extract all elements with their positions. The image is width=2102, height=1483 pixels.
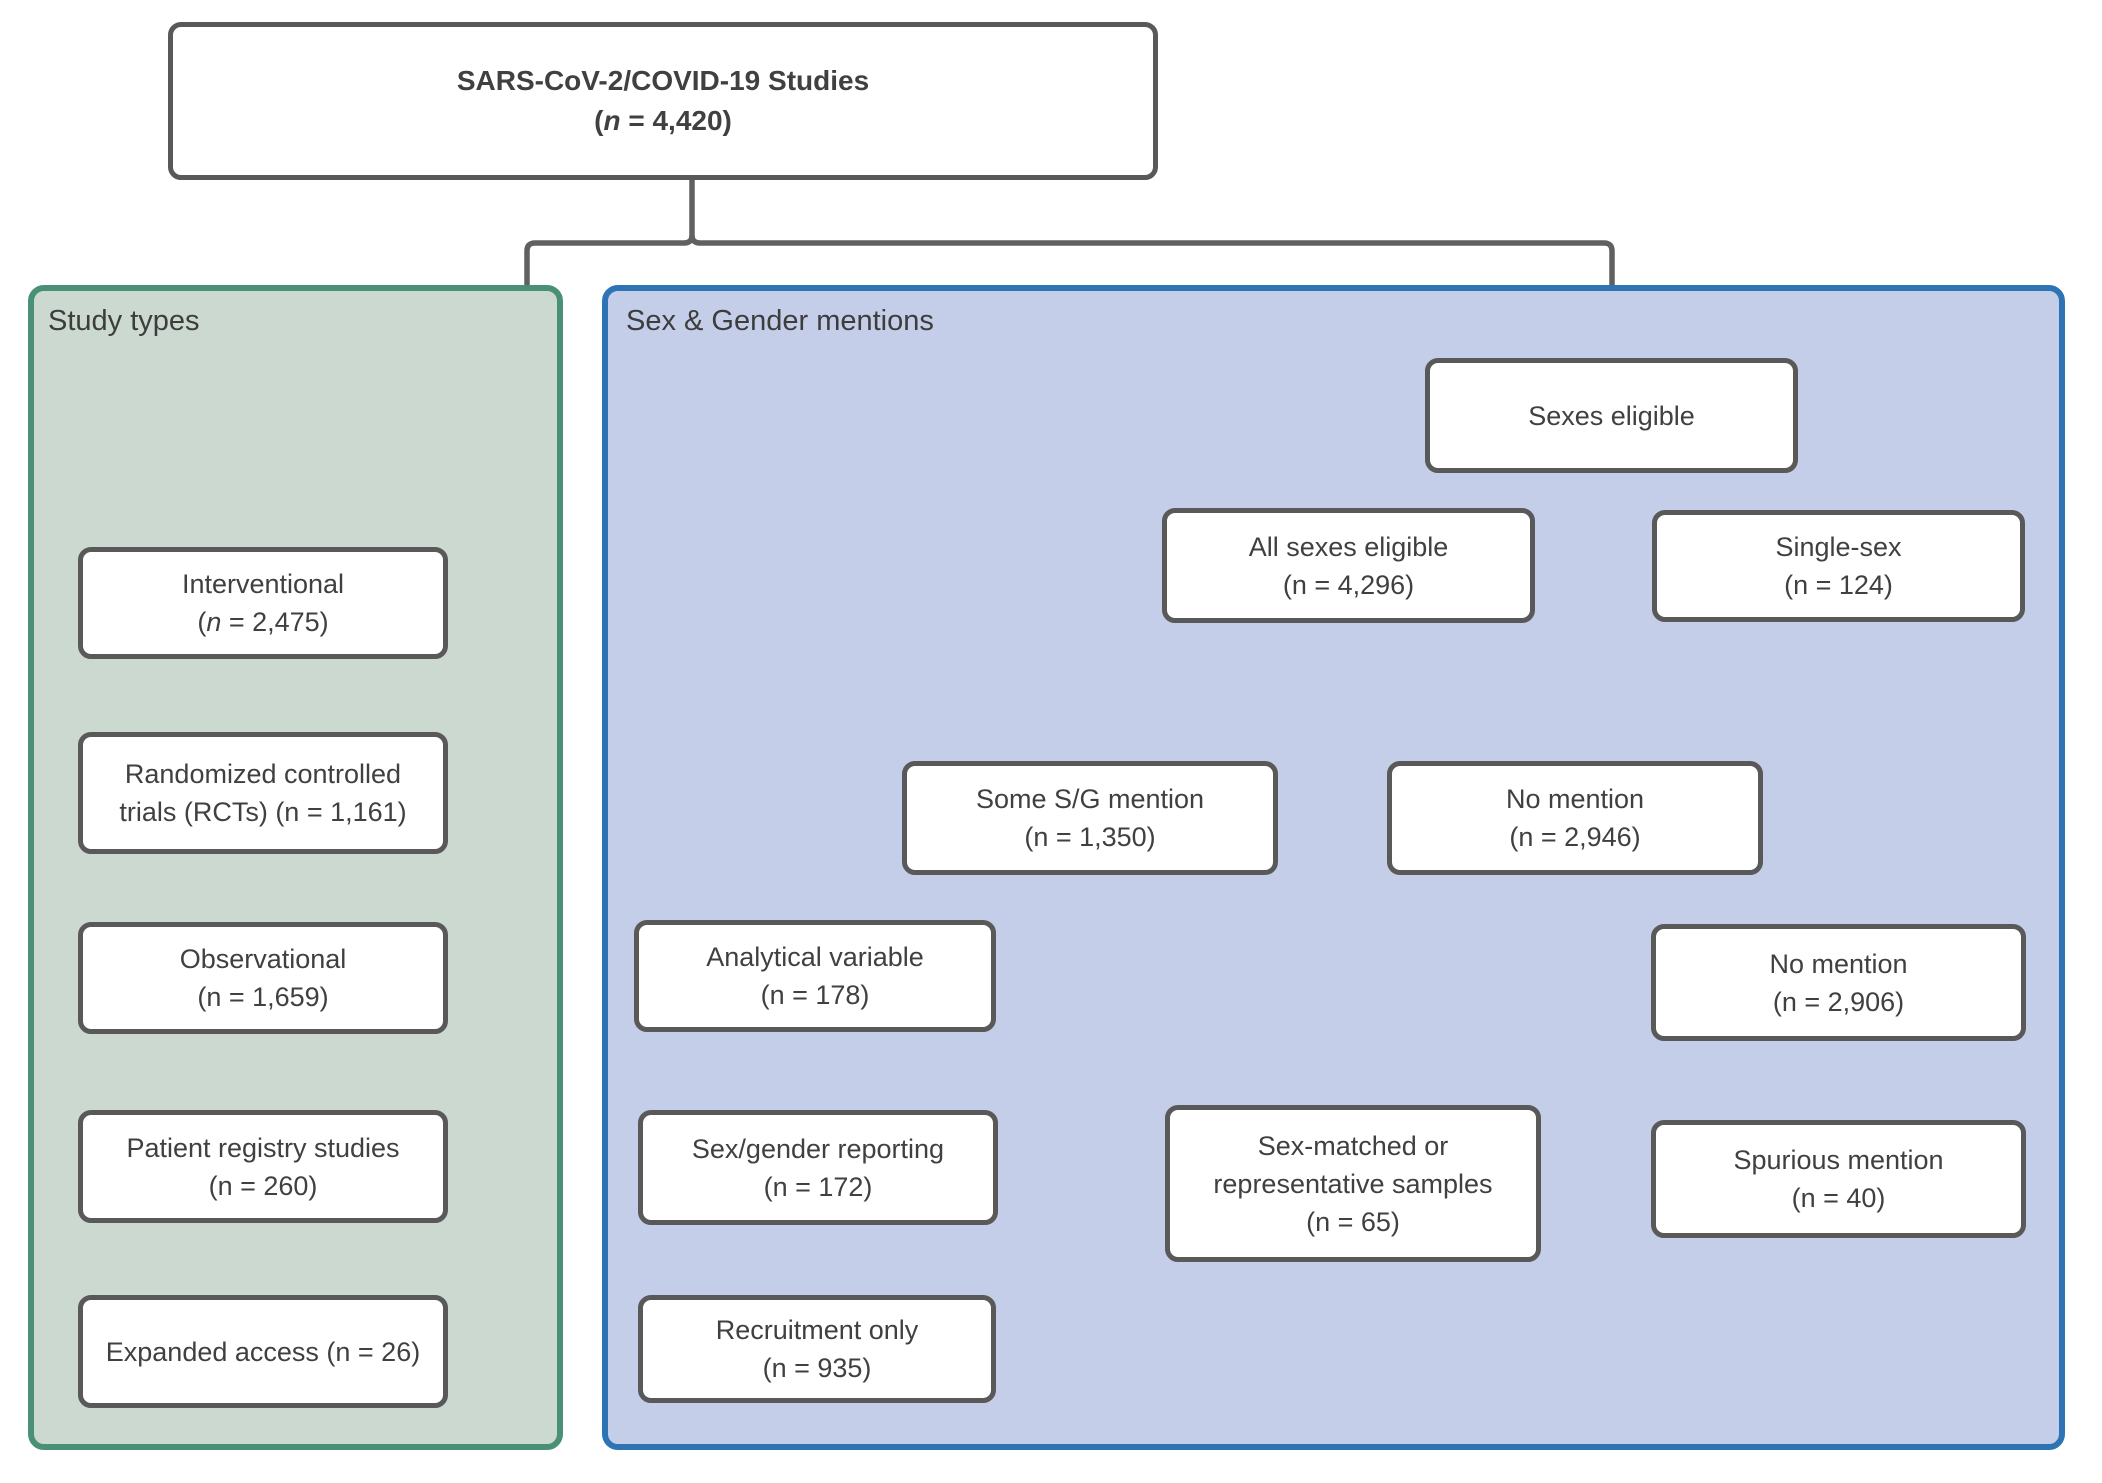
node-root-count: (n = 4,420) xyxy=(594,105,732,136)
node-sex-matched-count: (n = 65) xyxy=(1306,1206,1400,1237)
node-analytical-variable-label: Analytical variable xyxy=(706,942,924,972)
panel-study-types-label: Study types xyxy=(48,305,200,337)
node-observational-count: (n = 1,659) xyxy=(197,982,329,1012)
node-sex-matched: Sex-matched or representative samples (n… xyxy=(1165,1105,1541,1262)
node-patient-registry-count: (n = 260) xyxy=(208,1170,318,1201)
node-single-sex: Single-sex (n = 124) xyxy=(1652,510,2025,622)
node-no-mention-sub-count: (n = 2,906) xyxy=(1772,986,1905,1017)
node-sg-reporting-count: (n = 172) xyxy=(763,1171,873,1202)
node-recruitment-only: Recruitment only (n = 935) xyxy=(638,1295,996,1403)
node-expanded-access-label: Expanded access (n = 26) xyxy=(105,1336,421,1367)
node-all-sexes-eligible-count: (n = 4,296) xyxy=(1282,569,1415,600)
node-no-mention-sub-label: No mention xyxy=(1769,948,1908,979)
node-sexes-eligible: Sexes eligible xyxy=(1425,358,1798,473)
node-some-sg-mention-count: (n = 1,350) xyxy=(1024,822,1156,852)
node-spurious-mention-count: (n = 40) xyxy=(1791,1183,1886,1213)
node-sg-reporting: Sex/gender reporting (n = 172) xyxy=(638,1110,998,1225)
node-observational: Observational (n = 1,659) xyxy=(78,922,448,1034)
node-expanded-access: Expanded access (n = 26) xyxy=(78,1295,448,1408)
node-all-sexes-eligible-label: All sexes eligible xyxy=(1248,531,1449,562)
node-interventional-count: (n = 2,475) xyxy=(197,607,329,637)
node-observational-label: Observational xyxy=(179,944,347,974)
node-sex-matched-label: Sex-matched or representative samples xyxy=(1213,1130,1493,1199)
node-interventional: Interventional (n = 2,475) xyxy=(78,547,448,659)
node-patient-registry-label: Patient registry studies xyxy=(126,1132,400,1163)
node-spurious-mention: Spurious mention (n = 40) xyxy=(1651,1120,2026,1238)
node-single-sex-count: (n = 124) xyxy=(1784,570,1893,600)
node-analytical-variable-count: (n = 178) xyxy=(760,980,870,1010)
node-recruitment-only-count: (n = 935) xyxy=(762,1353,872,1383)
node-root: SARS-CoV-2/COVID-19 Studies (n = 4,420) xyxy=(168,22,1158,180)
node-patient-registry: Patient registry studies (n = 260) xyxy=(78,1110,448,1223)
node-rcts-label: Randomized controlled trials (RCTs) (n =… xyxy=(119,759,407,827)
node-recruitment-only-label: Recruitment only xyxy=(715,1315,919,1345)
node-some-sg-mention-label: Some S/G mention xyxy=(975,784,1205,814)
node-some-sg-mention: Some S/G mention (n = 1,350) xyxy=(902,761,1278,875)
node-spurious-mention-label: Spurious mention xyxy=(1733,1145,1944,1175)
node-all-sexes-eligible: All sexes eligible (n = 4,296) xyxy=(1162,508,1535,623)
node-interventional-label: Interventional xyxy=(181,569,345,599)
node-analytical-variable: Analytical variable (n = 178) xyxy=(634,920,996,1032)
panel-study-types xyxy=(28,285,563,1450)
panel-sex-gender xyxy=(602,285,2065,1450)
panel-sex-gender-label: Sex & Gender mentions xyxy=(626,305,934,337)
node-no-mention-sub: No mention (n = 2,906) xyxy=(1651,924,2026,1041)
node-sg-reporting-label: Sex/gender reporting xyxy=(691,1133,945,1164)
node-no-mention: No mention (n = 2,946) xyxy=(1387,761,1763,875)
node-sexes-eligible-label: Sexes eligible xyxy=(1528,400,1695,431)
node-rcts: Randomized controlled trials (RCTs) (n =… xyxy=(78,732,448,854)
connector-root-right xyxy=(689,234,1615,326)
node-no-mention-count: (n = 2,946) xyxy=(1509,822,1641,852)
node-no-mention-label: No mention xyxy=(1505,784,1645,814)
node-single-sex-label: Single-sex xyxy=(1775,532,1902,562)
node-root-label: SARS-CoV-2/COVID-19 Studies xyxy=(456,65,870,96)
